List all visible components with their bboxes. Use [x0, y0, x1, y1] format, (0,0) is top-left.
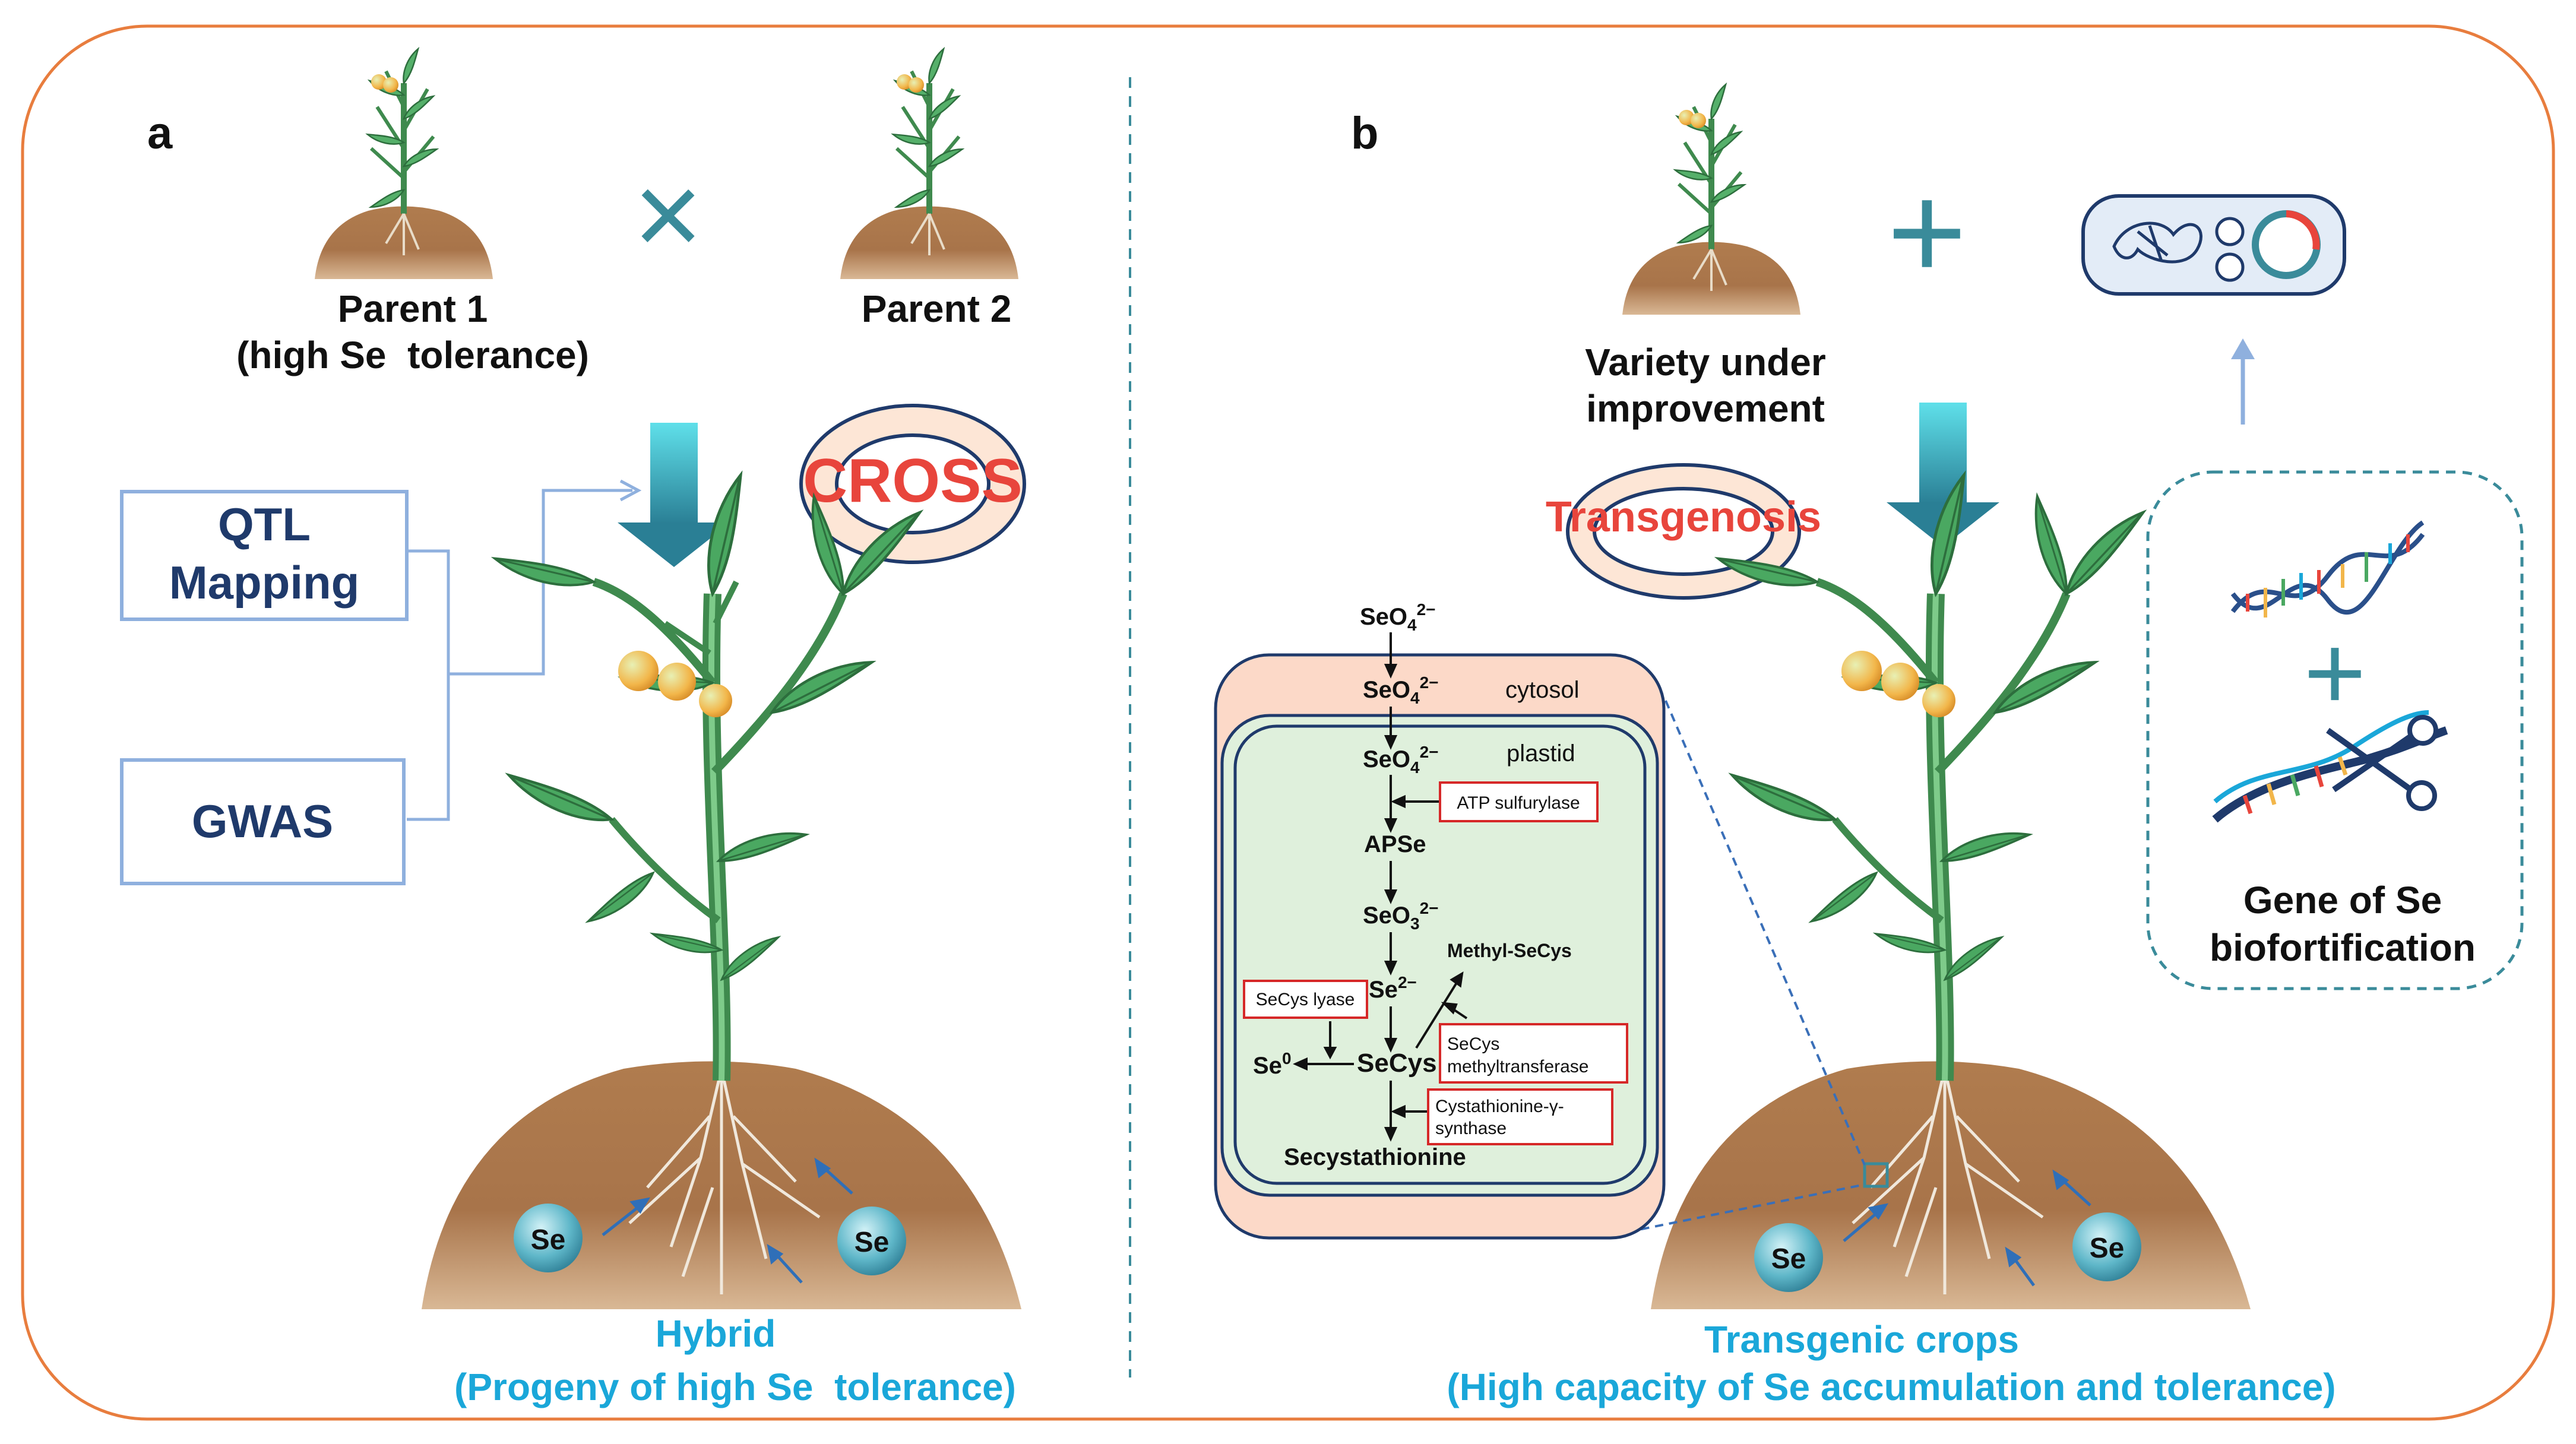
atp-sulfurylase-box [1439, 781, 1599, 822]
panel-a-label: a [147, 108, 173, 159]
se2-label: Se2− [1369, 973, 1417, 1003]
qtl-box [120, 490, 409, 621]
apse-label: APSe [1364, 831, 1426, 857]
cytosol-label: cytosol [1505, 677, 1580, 703]
zoom-square [1863, 1162, 1889, 1188]
atp-sulfurylase-label: ATP sulfurylase [1457, 793, 1580, 813]
methyltransferase-label-1: SeCys [1447, 1034, 1499, 1054]
cross-symbol: × [634, 148, 703, 281]
variety-label-line1: Variety under [1585, 341, 1826, 384]
secys-lyase-label: SeCys lyase [1256, 990, 1355, 1009]
se-ball-b1: Se [1754, 1223, 1823, 1292]
plus-symbol-gene: + [2303, 613, 2366, 733]
plasmid-panel [2081, 194, 2346, 296]
transgenosis-word: Transgenosis [1546, 493, 1821, 541]
parent1-plant [315, 46, 493, 279]
methyltransferase-label-2: methyltransferase [1447, 1057, 1588, 1076]
crispr-icon [2212, 710, 2448, 823]
pathway-arrows [1293, 632, 1468, 1142]
qtl-label-line2: Mapping [169, 556, 360, 609]
cross-badge: CROSS [799, 404, 1026, 564]
se-ball-a1: Se [514, 1204, 583, 1272]
panel-b-label: b [1351, 108, 1378, 159]
qtl-label-line1: QTL [218, 498, 311, 550]
variety-plant [1622, 82, 1800, 315]
methyltransferase-box [1439, 1023, 1628, 1084]
gwas-label: GWAS [192, 795, 333, 847]
seo4-plastid: SeO42− [1363, 743, 1439, 777]
parent2-label: Parent 2 [862, 287, 1012, 330]
gene-box: + Gene of Se biofortification [2146, 470, 2524, 990]
result-label-line1: Transgenic crops [1704, 1318, 2019, 1361]
parent1-label-line2: (high Se tolerance) [236, 334, 589, 376]
se-uptake-arrows-a [602, 1157, 853, 1284]
cystathionine-box [1427, 1088, 1613, 1145]
seo4-extracellular: SeO42− [1360, 600, 1436, 634]
svg-text:Se: Se [2090, 1233, 2125, 1264]
pathway-cell: cytosol plastid SeO42− SeO42− SeO42− APS… [1214, 600, 1666, 1240]
seo3-label: SeO32− [1363, 899, 1439, 933]
parent2-plant [840, 46, 1018, 279]
plastid-label: plastid [1507, 740, 1575, 767]
secystathionine-label: Secystathionine [1284, 1144, 1466, 1170]
down-arrow-a [618, 423, 730, 567]
zoom-connectors [1626, 700, 1866, 1233]
parent1-label-line1: Parent 1 [338, 287, 488, 330]
plus-symbol-top: + [1887, 156, 1967, 308]
methyl-secys-label: Methyl-SeCys [1447, 940, 1572, 961]
transgenosis-badge: Transgenosis [1546, 463, 1821, 600]
svg-text:Se: Se [855, 1227, 890, 1258]
dna-icon [2230, 520, 2425, 618]
result-label-line2: (High capacity of Se accumulation and to… [1447, 1366, 2336, 1408]
variety-label-line2: improvement [1586, 387, 1825, 430]
gwas-box [120, 758, 406, 885]
up-arrow-plasmid [2231, 338, 2255, 425]
hybrid-label-line1: Hybrid [656, 1312, 776, 1355]
svg-text:Se: Se [1771, 1243, 1806, 1275]
svg-text:Se: Se [531, 1224, 566, 1256]
se-ball-a2: Se [837, 1206, 906, 1275]
se-ball-b2: Se [2072, 1212, 2141, 1281]
hybrid-label-line2: (Progeny of high Se tolerance) [454, 1366, 1016, 1408]
gene-label-line2: biofortification [2210, 926, 2476, 969]
cystathionine-label-1: Cystathionine-γ- [1435, 1097, 1564, 1116]
secys-lyase-box [1243, 980, 1368, 1019]
secys-label: SeCys [1357, 1049, 1437, 1078]
se0-label: Se0 [1253, 1049, 1292, 1079]
se-uptake-arrows-b [1843, 1169, 2091, 1287]
seo4-cytosol: SeO42− [1363, 673, 1439, 707]
cystathionine-label-2: synthase [1435, 1119, 1507, 1138]
cross-word: CROSS [803, 446, 1023, 515]
gene-label-line1: Gene of Se [2243, 879, 2442, 922]
